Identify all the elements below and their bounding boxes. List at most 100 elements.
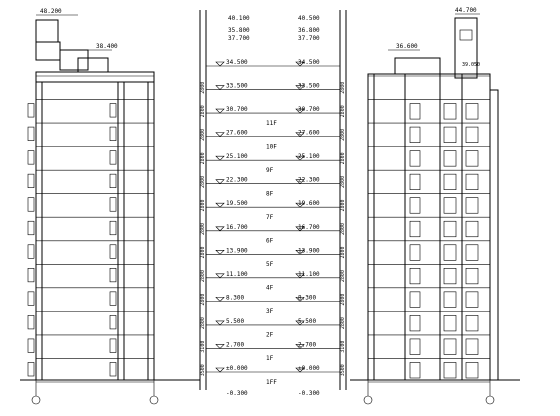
dim-right-label: 2800: [340, 129, 346, 141]
level-value-right: 19.600: [298, 200, 320, 207]
right-window: [409, 268, 421, 285]
left-window: [109, 150, 117, 165]
dim-right-label: 2800: [340, 152, 346, 164]
level-value-right: 27.600: [298, 130, 320, 137]
level-value-left: 33.500: [226, 83, 248, 90]
right-window: [409, 173, 421, 190]
level-value-right: 22.300: [298, 177, 320, 184]
right-stair-elev: 39.050: [462, 62, 480, 68]
left-window: [27, 291, 35, 306]
right-window: [409, 244, 421, 261]
right-window: [443, 197, 457, 214]
dim-right-label: 2800: [340, 270, 346, 282]
level-marker-right: [295, 202, 305, 208]
right-window: [443, 338, 457, 355]
right-window: [465, 150, 479, 167]
level-value-left: 25.100: [226, 153, 248, 160]
base-right-elev: -0.300: [298, 390, 320, 397]
level-marker-right: [295, 226, 305, 232]
level-marker-left: [215, 179, 225, 185]
right-roof-box: [394, 57, 441, 75]
level-value-right: 13.900: [298, 247, 320, 254]
right-window: [443, 150, 457, 167]
level-value-left: 16.700: [226, 224, 248, 231]
floor-label: 1F: [266, 355, 274, 362]
dim-right-label: 2800: [340, 247, 346, 259]
level-marker-left: [215, 61, 225, 67]
right-axis-bubble-1: [363, 395, 373, 405]
right-window: [443, 268, 457, 285]
left-window: [109, 244, 117, 259]
right-window: [465, 103, 479, 120]
center-top-right-3: 37.700: [298, 35, 320, 42]
base-left-elev: -0.300: [226, 390, 248, 397]
level-value-right: 33.500: [298, 83, 320, 90]
level-value-right: 16.700: [298, 224, 320, 231]
left-window: [27, 150, 35, 165]
left-window: [109, 362, 117, 377]
left-window: [27, 220, 35, 236]
dim-left-label: 3500: [200, 364, 206, 376]
level-value-right: 11.100: [298, 271, 320, 278]
right-window: [465, 244, 479, 261]
right-window: [409, 103, 421, 120]
floor-label: 8F: [266, 190, 274, 197]
center-top-right-1: 40.500: [298, 15, 320, 22]
level-value-left: 5.500: [226, 318, 244, 325]
right-window: [465, 315, 479, 332]
level-marker-left: [215, 367, 225, 373]
left-roof-top-elev: 48.200: [40, 8, 62, 15]
level-marker-left: [215, 202, 225, 208]
level-marker-right: [295, 85, 305, 90]
left-axis-bubble-1: [31, 395, 41, 405]
left-building-outline: [35, 71, 155, 381]
dim-left-label: 2800: [200, 270, 206, 282]
right-building: [350, 13, 520, 405]
left-window: [27, 103, 35, 118]
right-building-outline: [367, 73, 491, 381]
level-value-right: 8.300: [298, 294, 316, 301]
dim-right-label: 3500: [340, 364, 346, 376]
level-value-right: 5.500: [298, 318, 316, 325]
left-window: [27, 338, 35, 353]
dim-left-label: 2800: [200, 152, 206, 164]
level-marker-right: [295, 367, 305, 373]
right-window: [465, 173, 479, 190]
level-value-left: 13.900: [226, 247, 248, 254]
level-marker-left: [215, 297, 225, 302]
right-window: [443, 220, 457, 238]
dim-right-label: 2800: [340, 176, 346, 188]
level-marker-right: [295, 155, 305, 161]
left-window: [27, 126, 35, 141]
level-value-right: 30.700: [298, 106, 320, 113]
right-window: [465, 338, 479, 355]
dim-left-label: 2800: [200, 247, 206, 259]
dim-right-label: 2800: [340, 317, 346, 329]
left-roof-mid: [59, 49, 89, 71]
right-window: [443, 103, 457, 120]
dim-right-label: 2800: [340, 105, 346, 117]
floor-label: 5F: [266, 261, 274, 268]
right-window: [409, 291, 421, 308]
right-roof-elev: 36.600: [396, 43, 418, 50]
left-floor-lines: [27, 75, 154, 383]
dim-left-label: 2800: [200, 223, 206, 235]
level-marker-left: [215, 250, 225, 255]
level-value-right: 34.500: [298, 59, 320, 66]
right-window: [465, 197, 479, 214]
right-window: [409, 126, 421, 143]
level-value-left: ±0.000: [226, 365, 248, 372]
left-window: [109, 220, 117, 236]
left-axis-bubble-2: [149, 395, 159, 405]
right-side-balcony: [489, 89, 499, 381]
level-marker-right: [295, 108, 305, 114]
level-marker-right: [295, 250, 305, 255]
level-marker-left: [215, 155, 225, 161]
floor-label: 4F: [266, 285, 274, 292]
left-window: [109, 338, 117, 353]
floor-label: 3F: [266, 308, 274, 315]
